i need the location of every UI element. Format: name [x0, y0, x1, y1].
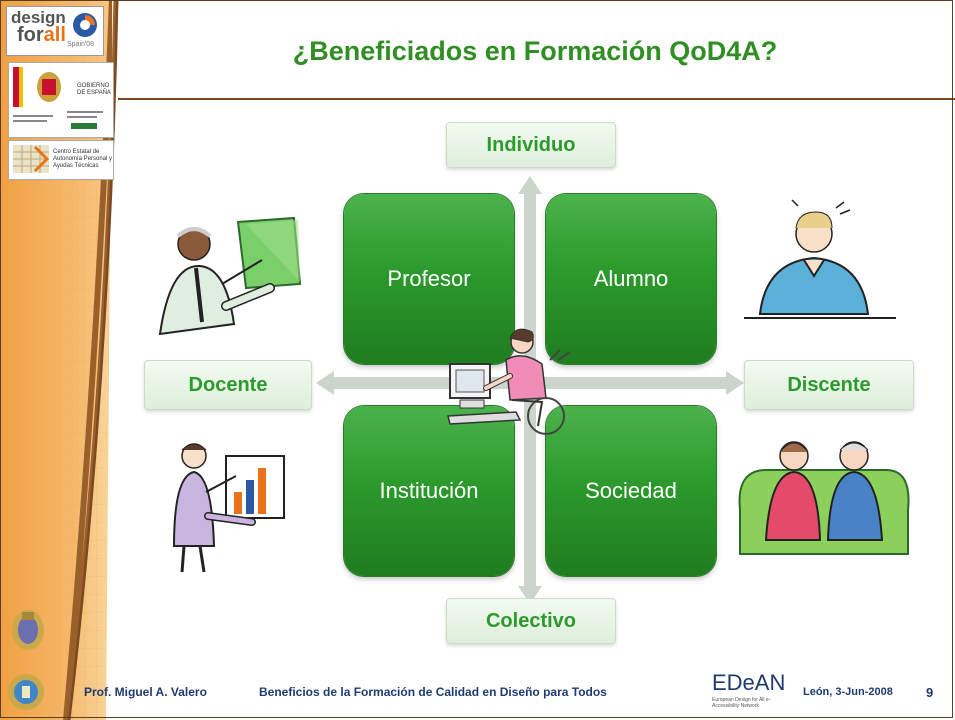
slide-title: ¿Beneficiados en Formación QoD4A? [292, 36, 778, 66]
edean-logo: EDeAN [712, 670, 786, 695]
centro-estatal-logo: Centro Estatal de Autonomía Personal y A… [8, 140, 114, 180]
logo-forall-text: forall [17, 24, 66, 46]
header-divider [118, 98, 955, 100]
left-decorative-band [0, 0, 112, 720]
edean-subtitle: European Design for All e-Accessibility … [712, 697, 771, 709]
footer-author: Prof. Miguel A. Valero [84, 685, 207, 699]
gobierno-logo: GOBIERNO DE ESPAÑA [8, 62, 114, 138]
university-seal-icon [12, 610, 44, 650]
ministry-lines [13, 111, 103, 129]
logo-swirl-icon [73, 13, 97, 37]
quadrant-institucion: Institución [344, 406, 514, 576]
axis-label-docente: Docente [144, 360, 312, 410]
footer-place-date: León, 3-Jun-2008 [803, 686, 893, 698]
logo-design-text: design [11, 8, 66, 27]
presenter-chart-clipart [172, 443, 285, 573]
upm-seal-icon [8, 674, 44, 710]
page-number: 9 [926, 685, 934, 700]
centro-text: Centro Estatal de Autonomía Personal y A… [53, 149, 113, 169]
quadrant-sociedad: Sociedad [546, 406, 716, 576]
elderly-couple-sofa-clipart [738, 441, 910, 555]
gobierno-text: GOBIERNO DE ESPAÑA [77, 83, 111, 96]
teacher-pointing-clipart [158, 216, 302, 336]
quadrant-alumno: Alumno [546, 194, 716, 364]
design-for-all-logo: design forall Spain'08 [6, 6, 104, 56]
quadrant-profesor: Profesor [344, 194, 514, 364]
footer-title: Beneficios de la Formación de Calidad en… [259, 685, 607, 699]
axis-label-discente: Discente [744, 360, 914, 410]
centro-grid-icon [13, 145, 49, 173]
logo-spain-text: Spain'08 [67, 41, 95, 48]
axis-label-individuo: Individuo [446, 122, 616, 168]
student-clipart [744, 199, 896, 319]
spain-coat-of-arms-icon [13, 67, 61, 107]
axis-label-colectivo: Colectivo [446, 598, 616, 644]
wheelchair-computer-user-clipart [447, 328, 571, 435]
